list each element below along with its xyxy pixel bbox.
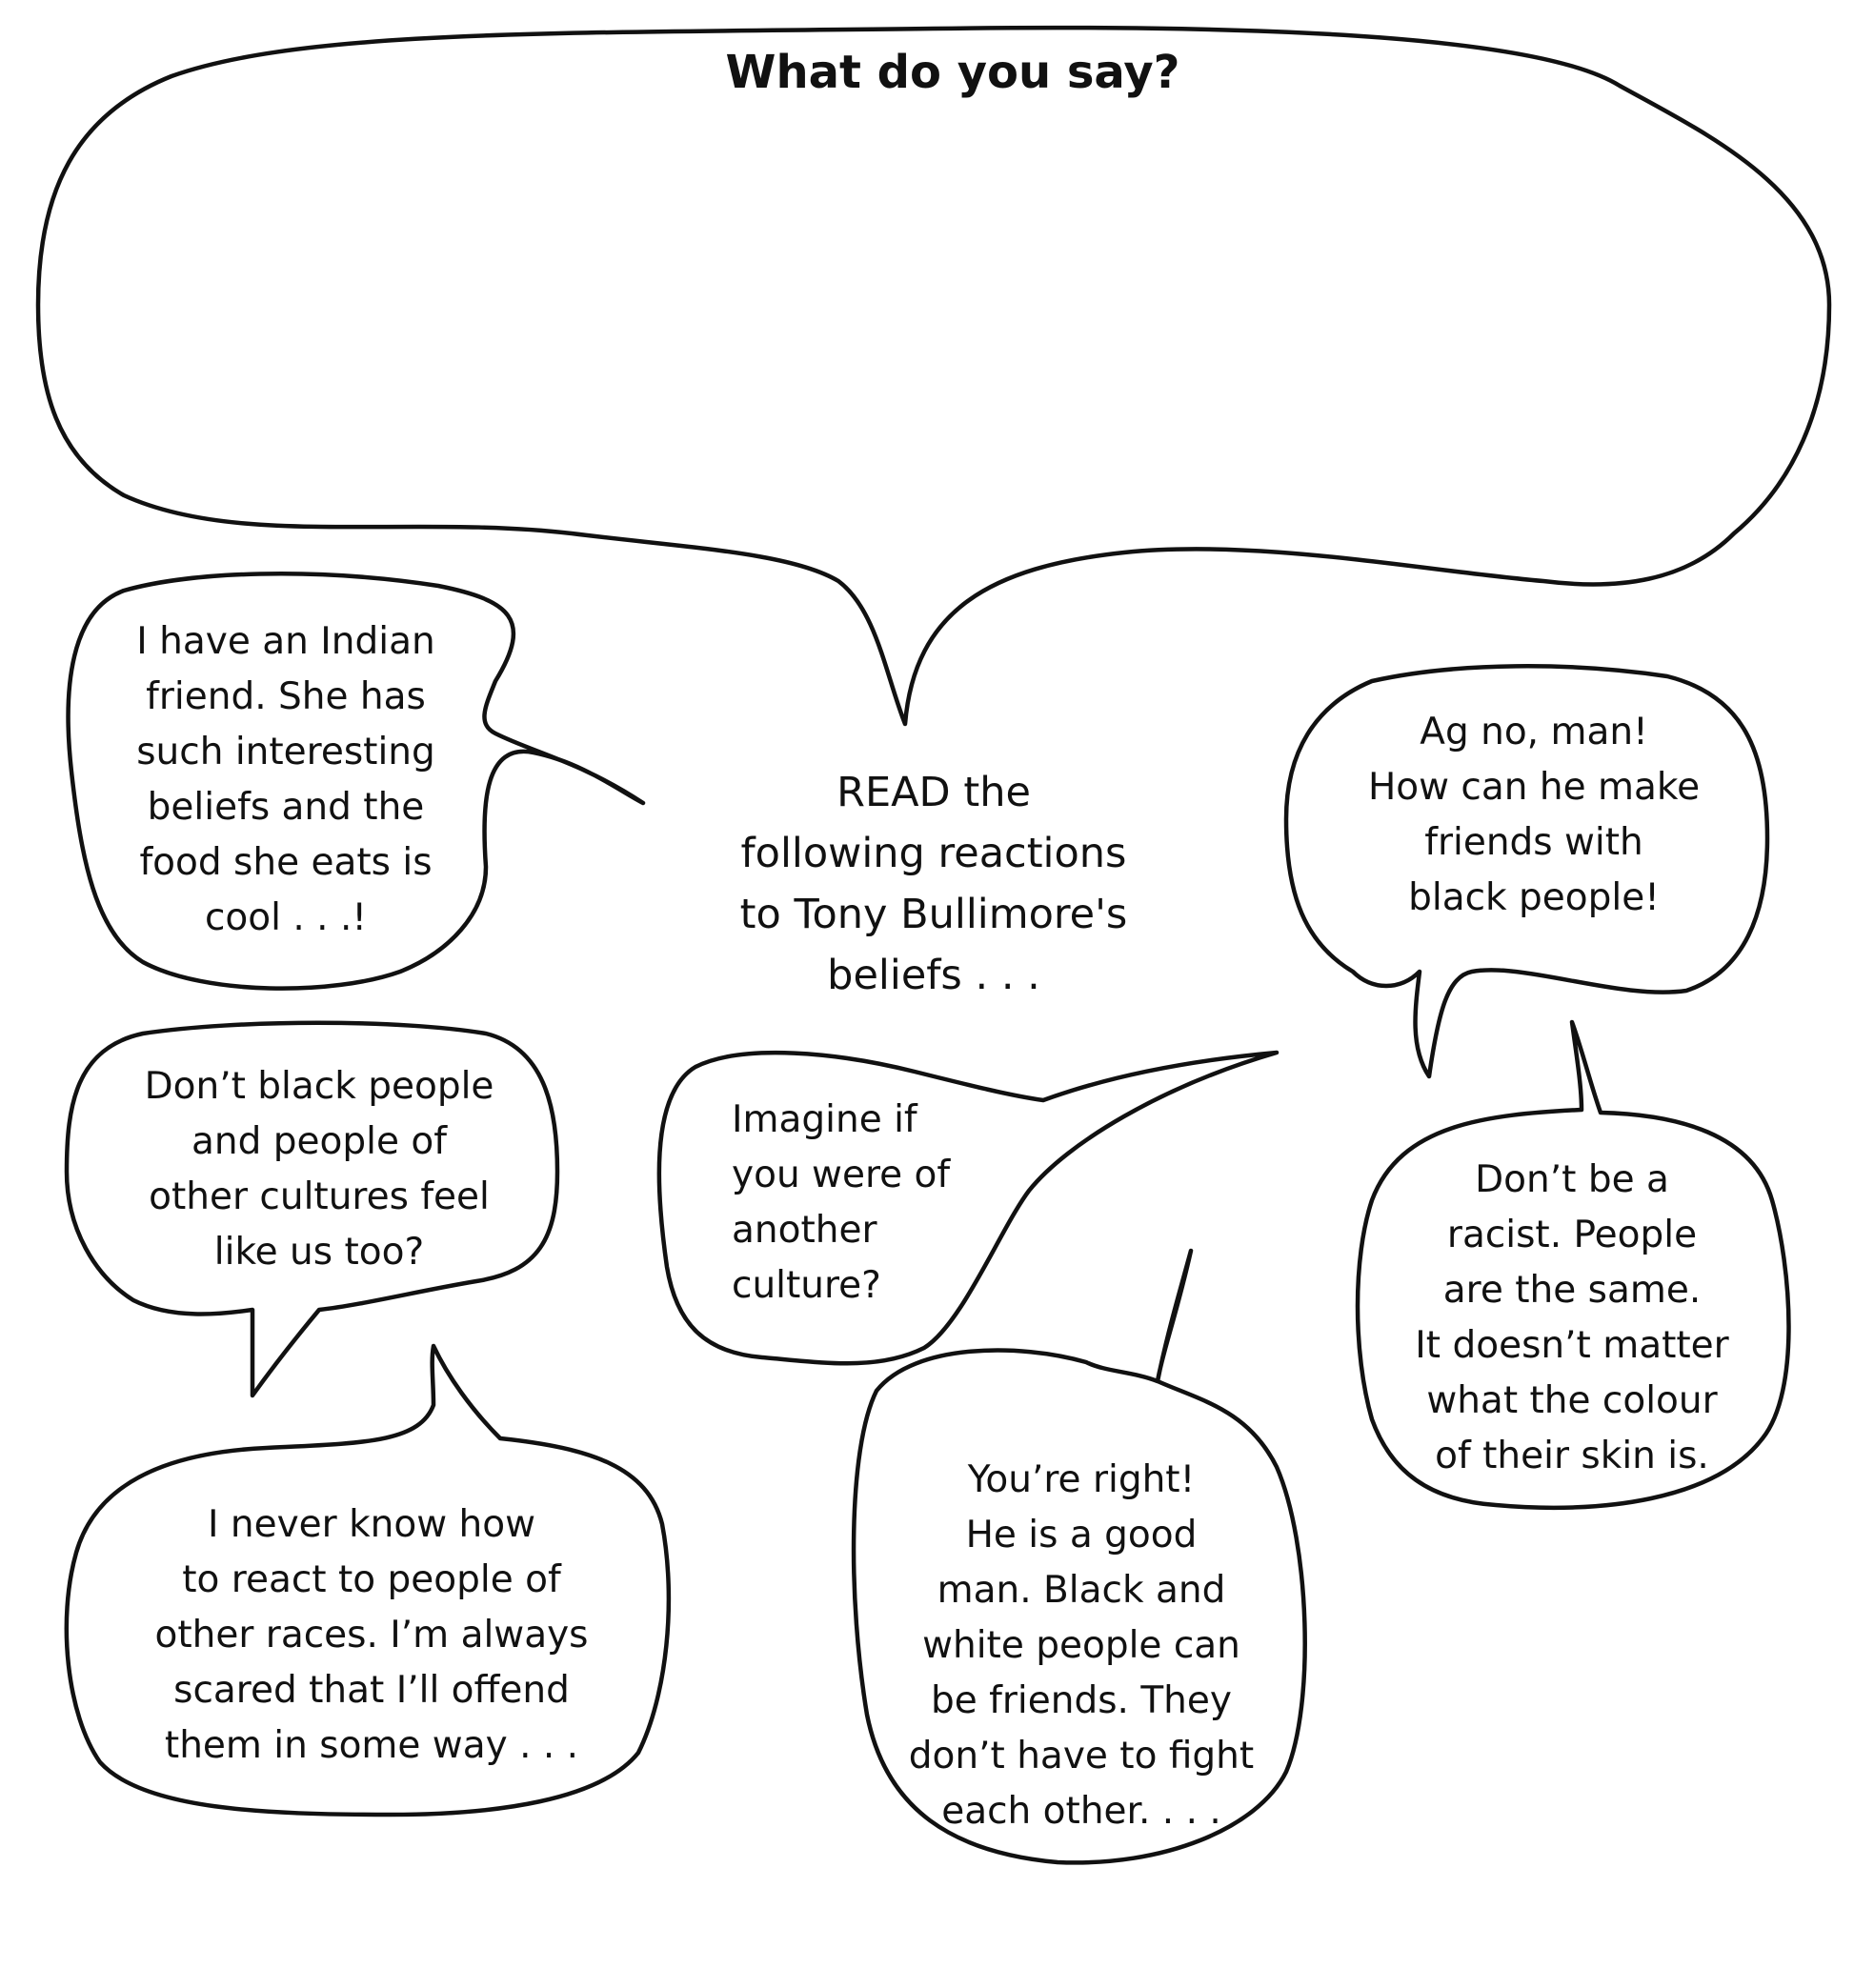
answer-speech-bubble: [35, 25, 1832, 727]
speech-bubble-dont-be-racist: [1355, 1019, 1791, 1511]
reaction-line: I never know how: [207, 1503, 536, 1546]
reaction-line: Don’t be a: [1475, 1158, 1669, 1201]
instruction-line: beliefs . . .: [827, 952, 1040, 999]
instruction-line: following reactions: [740, 830, 1127, 877]
speech-bubble-youre-right: [851, 1248, 1307, 1865]
speech-bubble-indian-friend: [66, 572, 646, 991]
reaction-line: you were of: [732, 1154, 951, 1196]
reaction-line: scared that I’ll offend: [173, 1669, 570, 1712]
reaction-never-know-text: I never know how to react to people of o…: [114, 1497, 629, 1774]
reaction-line: other races. I’m always: [154, 1614, 589, 1657]
instruction-line: to Tony Bullimore's: [739, 891, 1128, 938]
reaction-line: food she eats is: [139, 841, 433, 884]
reaction-line: don’t have to fight: [908, 1735, 1255, 1777]
reaction-line: other cultures feel: [149, 1175, 490, 1218]
reaction-youre-right-text: You’re right! He is a good man. Black an…: [886, 1453, 1277, 1839]
page-title: What do you say?: [725, 46, 1180, 99]
reaction-line: Ag no, man!: [1420, 711, 1648, 753]
reaction-imagine-text: Imagine if you were of another culture?: [732, 1093, 979, 1314]
reaction-line: How can he make: [1367, 766, 1701, 809]
reaction-line: another: [732, 1209, 877, 1252]
reaction-line: You’re right!: [967, 1458, 1196, 1501]
instruction-line: READ the: [836, 769, 1031, 816]
speech-bubble-feel-like-us: [64, 1020, 560, 1398]
reaction-line: man. Black and: [937, 1569, 1226, 1612]
reaction-line: be friends. They: [931, 1679, 1232, 1722]
reaction-line: He is a good: [965, 1514, 1198, 1556]
reaction-line: to react to people of: [182, 1558, 561, 1601]
instruction-text: READ the following reactions to Tony Bul…: [695, 762, 1172, 1006]
reaction-dont-be-racist-text: Don’t be a racist. People are the same. …: [1372, 1153, 1772, 1484]
reaction-line: white people can: [922, 1624, 1240, 1667]
reaction-line: them in some way . . .: [164, 1724, 579, 1767]
reaction-line: culture?: [732, 1264, 881, 1307]
reaction-line: Don’t black people: [144, 1065, 494, 1108]
reaction-line: of their skin is.: [1435, 1435, 1709, 1477]
reaction-line: each other. . . .: [941, 1790, 1221, 1833]
reaction-line: I have an Indian: [136, 620, 435, 663]
reaction-line: such interesting: [136, 731, 435, 773]
reaction-line: what the colour: [1426, 1379, 1718, 1422]
reaction-line: cool . . .!: [204, 896, 367, 939]
reaction-line: Imagine if: [732, 1098, 917, 1141]
reaction-line: racist. People: [1446, 1214, 1698, 1256]
reaction-line: and people of: [191, 1120, 447, 1163]
speech-bubble-ag-no-man: [1283, 664, 1770, 1079]
speech-bubble-imagine: [656, 1050, 1280, 1366]
reaction-line: friends with: [1424, 821, 1643, 864]
reaction-ag-no-man-text: Ag no, man! How can he make friends with…: [1334, 705, 1734, 926]
reaction-line: friend. She has: [146, 675, 426, 718]
reaction-feel-like-us-text: Don’t black people and people of other c…: [105, 1059, 534, 1280]
reaction-line: It doesn’t matter: [1415, 1324, 1729, 1367]
reaction-line: beliefs and the: [147, 786, 425, 829]
reaction-line: black people!: [1408, 876, 1660, 919]
reaction-line: like us too?: [213, 1231, 425, 1274]
reaction-indian-friend-text: I have an Indian friend. She has such in…: [95, 614, 476, 946]
speech-bubble-never-know: [64, 1343, 672, 1817]
reaction-line: are the same.: [1442, 1269, 1702, 1312]
